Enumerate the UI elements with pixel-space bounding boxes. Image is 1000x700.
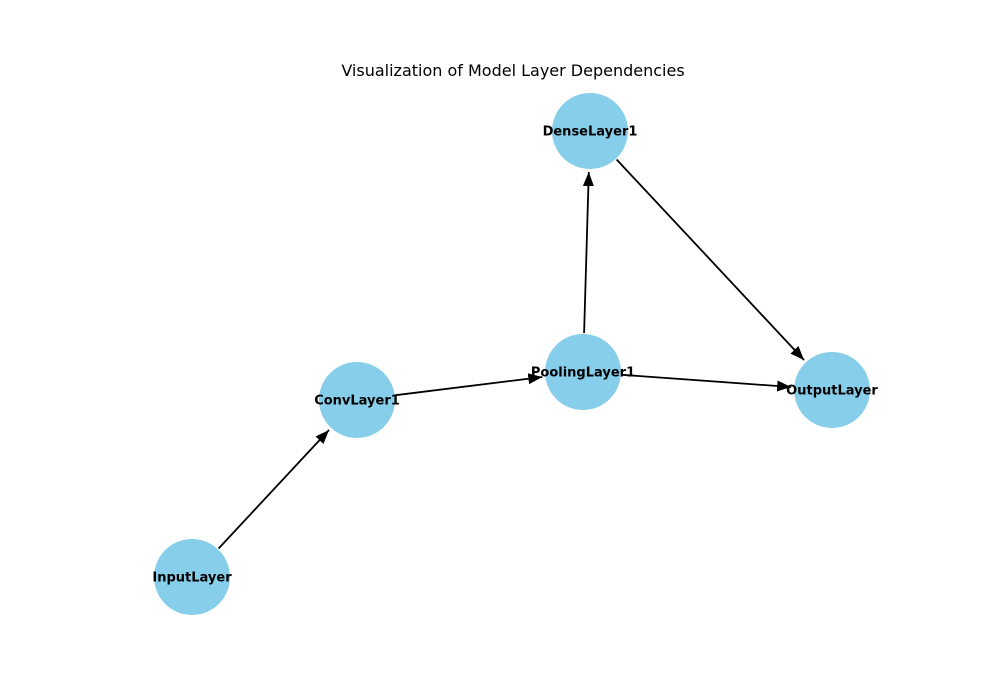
node-outputlayer xyxy=(794,352,870,428)
chart-title: Visualization of Model Layer Dependencie… xyxy=(341,61,684,80)
node-poolinglayer1 xyxy=(545,334,621,410)
node-label-convlayer1: ConvLayer1 xyxy=(314,394,400,409)
node-convlayer1 xyxy=(319,362,395,438)
node-label-denselayer1: DenseLayer1 xyxy=(543,125,638,140)
node-label-outputlayer: OutputLayer xyxy=(786,384,878,399)
node-denselayer1 xyxy=(552,93,628,169)
node-inputlayer xyxy=(154,539,230,615)
edge-inputlayer-to-convlayer1 xyxy=(217,429,330,550)
edge-convlayer1-to-poolinglayer1 xyxy=(395,373,543,397)
edge-poolinglayer1-to-denselayer1 xyxy=(582,171,594,334)
node-label-inputlayer: InputLayer xyxy=(152,571,232,586)
node-label-poolinglayer1: PoolingLayer1 xyxy=(531,366,635,381)
edge-denselayer1-to-outputlayer xyxy=(615,158,805,361)
edge-poolinglayer1-to-outputlayer xyxy=(621,373,792,392)
